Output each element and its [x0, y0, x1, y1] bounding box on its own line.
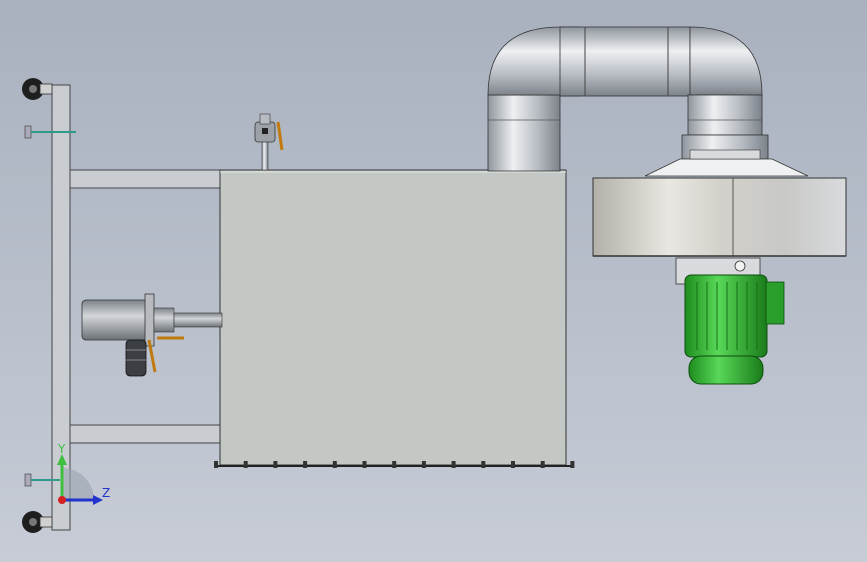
side-inlet-pipe[interactable] — [81, 293, 223, 347]
tank-bolt — [362, 461, 367, 468]
leveling-foot-bottom[interactable] — [24, 473, 60, 487]
exhaust-duct[interactable] — [487, 26, 763, 172]
tank-bolt — [214, 461, 218, 468]
tank-bolt — [243, 461, 248, 468]
tank-bolt — [303, 461, 308, 468]
tank-body[interactable] — [219, 169, 567, 466]
tank-bolt — [540, 461, 545, 468]
frame-bottom-rail[interactable] — [69, 424, 223, 444]
leveling-foot-top[interactable] — [24, 125, 76, 139]
caster-wheel-bottom[interactable] — [22, 511, 53, 533]
caster-wheel-top[interactable] — [22, 78, 53, 100]
motor-cooling-fins — [696, 282, 758, 350]
fan-housing[interactable] — [592, 177, 847, 257]
z-axis-label: Z — [102, 486, 110, 500]
fan-inlet-flange[interactable] — [644, 134, 809, 177]
tank-bolt-row — [214, 461, 575, 468]
tank-bolt — [273, 461, 278, 468]
tank-bolt — [332, 461, 337, 468]
tank-bolt — [570, 461, 575, 468]
electric-motor[interactable] — [684, 274, 785, 385]
tank-bolt — [451, 461, 456, 468]
tank-bolt — [511, 461, 515, 468]
frame-top-rail[interactable] — [69, 169, 223, 189]
view-orientation-triad[interactable]: Y Z — [57, 442, 110, 505]
y-axis-label: Y — [57, 442, 66, 456]
tank-bolt — [481, 461, 486, 468]
tank-bolt — [421, 461, 426, 468]
tank-bolt — [392, 461, 397, 468]
top-drain-valve[interactable] — [254, 113, 284, 171]
inlet-valve[interactable] — [125, 336, 184, 377]
